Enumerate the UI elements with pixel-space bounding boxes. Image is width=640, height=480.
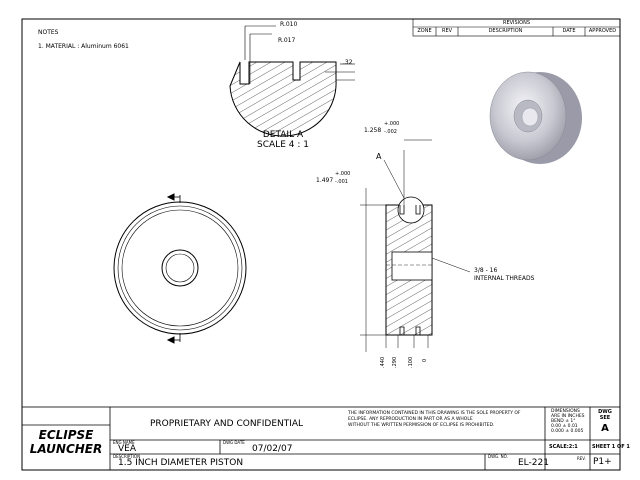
detail-dim: .32 xyxy=(343,59,353,66)
title-block-grid xyxy=(21,406,621,471)
eng-name: VEA xyxy=(118,444,136,454)
description: 1.5 INCH DIAMETER PISTON xyxy=(118,458,244,468)
rev-header-rev: REV xyxy=(441,28,453,34)
dim-top-tol-minus: -.002 xyxy=(384,129,397,135)
front-view xyxy=(113,193,247,344)
dim-left-tol-minus: -.001 xyxy=(335,179,348,185)
eng-name-label: ENG NAME xyxy=(113,440,135,445)
dwg-no-label: DWG. NO. xyxy=(488,454,508,459)
detail-a-view xyxy=(229,25,355,137)
detail-radius-2: R.017 xyxy=(278,37,296,44)
dwg-no: EL-221 xyxy=(518,458,549,468)
proprietary-label: PROPRIETARY AND CONFIDENTIAL xyxy=(150,419,304,429)
sheet-label: SHEET 1 OF 1 xyxy=(592,444,630,450)
dim-top: 1.258 xyxy=(364,127,382,134)
company-name-1: ECLIPSE xyxy=(38,428,94,442)
dwg-see-letter: A xyxy=(601,423,609,434)
dims-line-1: DIMENSIONS xyxy=(551,409,580,414)
ord-dim-4: 0 xyxy=(422,358,428,362)
ord-dim-3: .100 xyxy=(408,356,414,368)
dim-top-tol-plus: +.000 xyxy=(384,121,400,127)
detail-radius-1: R.010 xyxy=(280,21,298,28)
detail-callout: A xyxy=(376,152,382,161)
isometric-render xyxy=(489,71,582,164)
legal-line-2: ECLIPSE. ANY REPRODUCTION IN PART OR AS … xyxy=(348,417,473,422)
description-label: DESCRIPTION xyxy=(113,454,141,459)
dwg-see-1: DWG xyxy=(598,409,612,415)
dwg-date: 07/02/07 xyxy=(252,444,293,454)
notes-title: NOTES xyxy=(38,29,59,36)
detail-label: DETAIL A xyxy=(262,130,304,140)
scale-label: SCALE:2:1 xyxy=(549,444,578,450)
legal-line-3: WITHOUT THE WRITTEN PERMISSION OF ECLIPS… xyxy=(348,423,495,428)
dims-line-5: 0.000 ± 0.005 xyxy=(551,429,584,434)
dwg-date-label: DWG DATE xyxy=(223,440,245,445)
thread-note: INTERNAL THREADS xyxy=(474,275,535,282)
rev-header-date: DATE xyxy=(562,28,576,34)
revisions-title: REVISIONS xyxy=(502,20,531,26)
dim-left: 1.497 xyxy=(316,177,334,184)
rev-header-approved: APPROVED xyxy=(588,28,617,34)
rev-label: REV. xyxy=(577,456,586,461)
revisions-table xyxy=(412,18,621,37)
ord-dim-1: .440 xyxy=(380,356,386,368)
dims-line-2: ARE IN INCHES xyxy=(551,414,585,419)
dim-left-tol-plus: +.000 xyxy=(335,171,351,177)
company-name-2: LAUNCHER xyxy=(29,442,103,456)
ord-dim-2: .290 xyxy=(392,356,398,368)
thread-spec: 3/8 - 16 xyxy=(474,267,498,274)
rev-header-description: DESCRIPTION xyxy=(488,28,523,34)
rev-header-zone: ZONE xyxy=(417,28,432,34)
legal-line-1: THE INFORMATION CONTAINED IN THIS DRAWIN… xyxy=(348,411,521,416)
section-view xyxy=(360,139,471,352)
dwg-see-2: SEE xyxy=(599,415,611,421)
dims-line-3: BEND ± 1° xyxy=(551,419,576,424)
rev-value: P1+ xyxy=(593,457,612,467)
notes-item: 1. MATERIAL : Aluminum 6061 xyxy=(38,43,129,50)
dims-line-4: 0.00 ± 0.01 xyxy=(551,424,578,429)
detail-scale: SCALE 4 : 1 xyxy=(257,140,309,150)
